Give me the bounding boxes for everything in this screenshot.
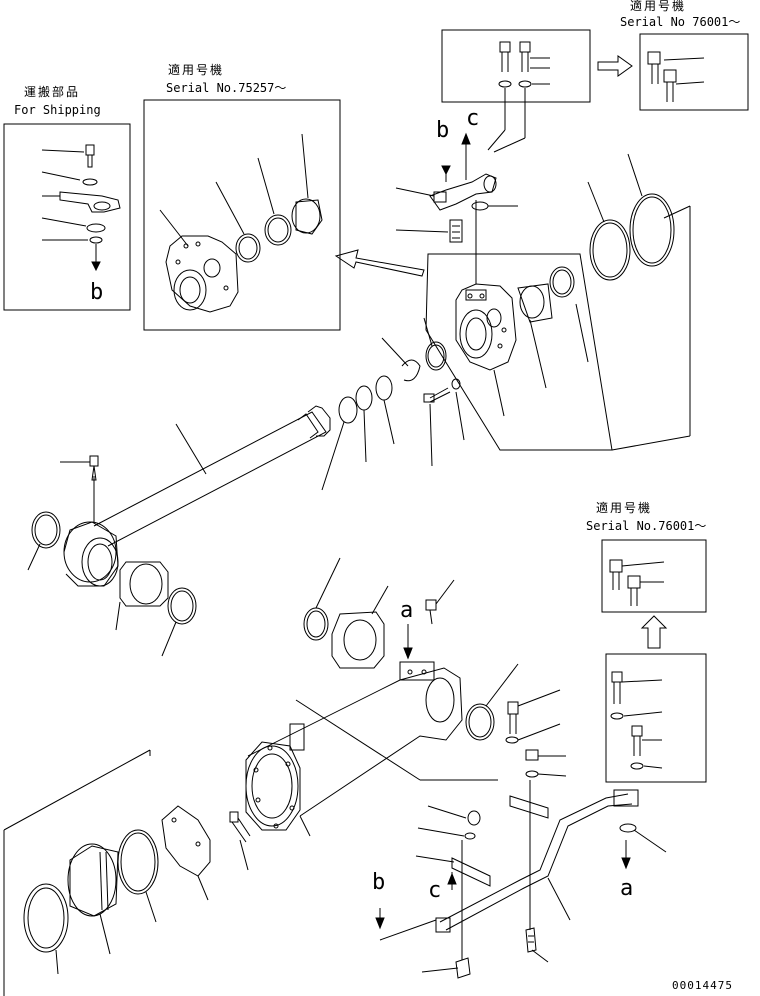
catalog-number: 00014475 <box>672 979 733 992</box>
serial-76001-right-parts <box>609 559 665 606</box>
lower-bolt-box-parts <box>610 671 663 770</box>
ref-letter-b-lower: b <box>372 870 386 895</box>
ref-letter-c-upper: c <box>466 106 480 131</box>
ref-letter-b-upper: b <box>436 118 450 143</box>
piston-rod <box>27 405 331 657</box>
piston-parts <box>23 805 251 975</box>
shipping-box <box>3 123 131 311</box>
serial-75257-box <box>143 99 341 331</box>
serial-76001-right-title-jp: 適用号機 <box>596 501 653 515</box>
head-assembly-old <box>159 133 323 313</box>
serial-76001-top-number: Serial No 76001～ <box>620 15 741 29</box>
arrow-to-old-head <box>334 249 425 277</box>
upper-bolt-box <box>441 29 591 103</box>
ref-letter-b-shipping: b <box>90 280 104 305</box>
cylinder-tube <box>245 557 519 837</box>
lower-piping <box>375 689 667 979</box>
lower-bolt-box <box>605 653 707 783</box>
ref-letter-a-lower: a <box>620 876 634 901</box>
upper-rod-guard <box>395 132 518 243</box>
serial-76001-top-title-jp: 適用号機 <box>630 0 687 13</box>
upper-bolt-box-parts <box>487 41 550 153</box>
arrow-up-to-serial-box <box>640 615 668 649</box>
head-group-outline <box>425 253 613 451</box>
serial-76001-right-box <box>601 539 707 613</box>
serial-76001-top-box <box>639 33 749 111</box>
ref-letter-c-lower: c <box>428 878 442 903</box>
serial-76001-right-number: Serial No.76001～ <box>586 519 707 533</box>
shipping-parts <box>41 144 121 272</box>
serial-76001-top-parts <box>647 51 705 102</box>
piston-group-outline <box>3 749 151 996</box>
shipping-title-jp: 運搬部品 <box>24 85 81 99</box>
serial-75257-title-jp: 適用号機 <box>168 63 225 77</box>
serial-75257-number: Serial No.75257～ <box>166 81 287 95</box>
shipping-title-en: For Shipping <box>14 103 101 117</box>
cylinder-head <box>321 153 675 491</box>
arrow-to-serial-box <box>597 55 633 77</box>
head-group-leader <box>611 435 691 451</box>
ref-letter-a-mid: a <box>400 598 414 623</box>
